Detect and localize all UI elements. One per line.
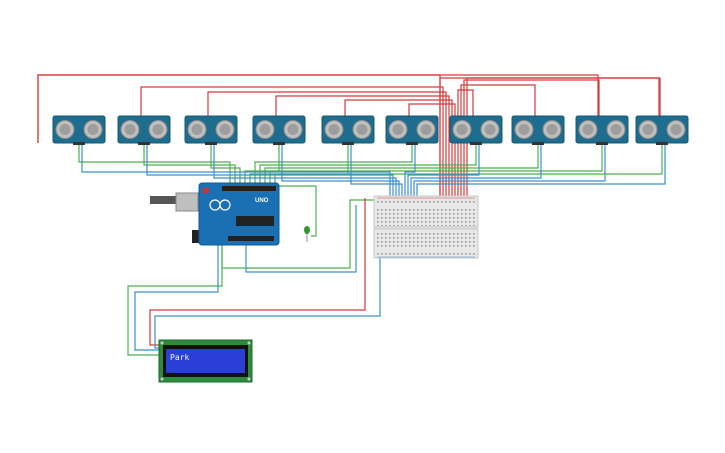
ultrasonic-sensor[interactable] <box>449 115 503 145</box>
ultrasonic-sensor[interactable] <box>117 115 171 145</box>
wire <box>281 145 400 200</box>
lcd-display[interactable]: Park <box>158 339 253 383</box>
wire <box>407 145 480 200</box>
wire <box>404 145 416 200</box>
wire <box>81 145 391 200</box>
ultrasonic-sensor[interactable] <box>321 115 375 145</box>
wire <box>274 145 663 186</box>
ultrasonic-sensor[interactable] <box>252 115 306 145</box>
wire <box>78 145 231 186</box>
wire <box>127 245 223 356</box>
wire <box>143 145 236 186</box>
wire <box>213 145 397 200</box>
wire <box>264 145 539 186</box>
ultrasonic-sensor[interactable] <box>184 115 238 145</box>
wire <box>410 145 542 200</box>
wire <box>37 74 599 143</box>
ultrasonic-sensor[interactable] <box>635 115 689 145</box>
wire <box>350 145 403 200</box>
ultrasonic-sensor[interactable] <box>385 115 439 145</box>
ultrasonic-sensor[interactable] <box>575 115 629 145</box>
arduino-uno[interactable]: UNO <box>150 182 280 246</box>
wire <box>140 86 444 196</box>
wire <box>413 145 606 200</box>
sensors <box>52 115 689 145</box>
lcd-text: Park <box>170 353 189 362</box>
wire <box>149 198 366 346</box>
wire <box>439 77 661 196</box>
wire <box>245 205 357 273</box>
arduino-label: UNO <box>255 198 269 204</box>
led[interactable] <box>304 226 310 242</box>
wire <box>210 145 241 186</box>
wire <box>146 145 394 200</box>
wire <box>134 245 219 351</box>
wire <box>254 145 413 186</box>
breadboard[interactable] <box>373 195 479 259</box>
ultrasonic-sensor[interactable] <box>52 115 106 145</box>
wire <box>416 145 666 200</box>
ultrasonic-sensor[interactable] <box>511 115 565 145</box>
wire <box>279 185 317 237</box>
wire <box>154 256 381 349</box>
